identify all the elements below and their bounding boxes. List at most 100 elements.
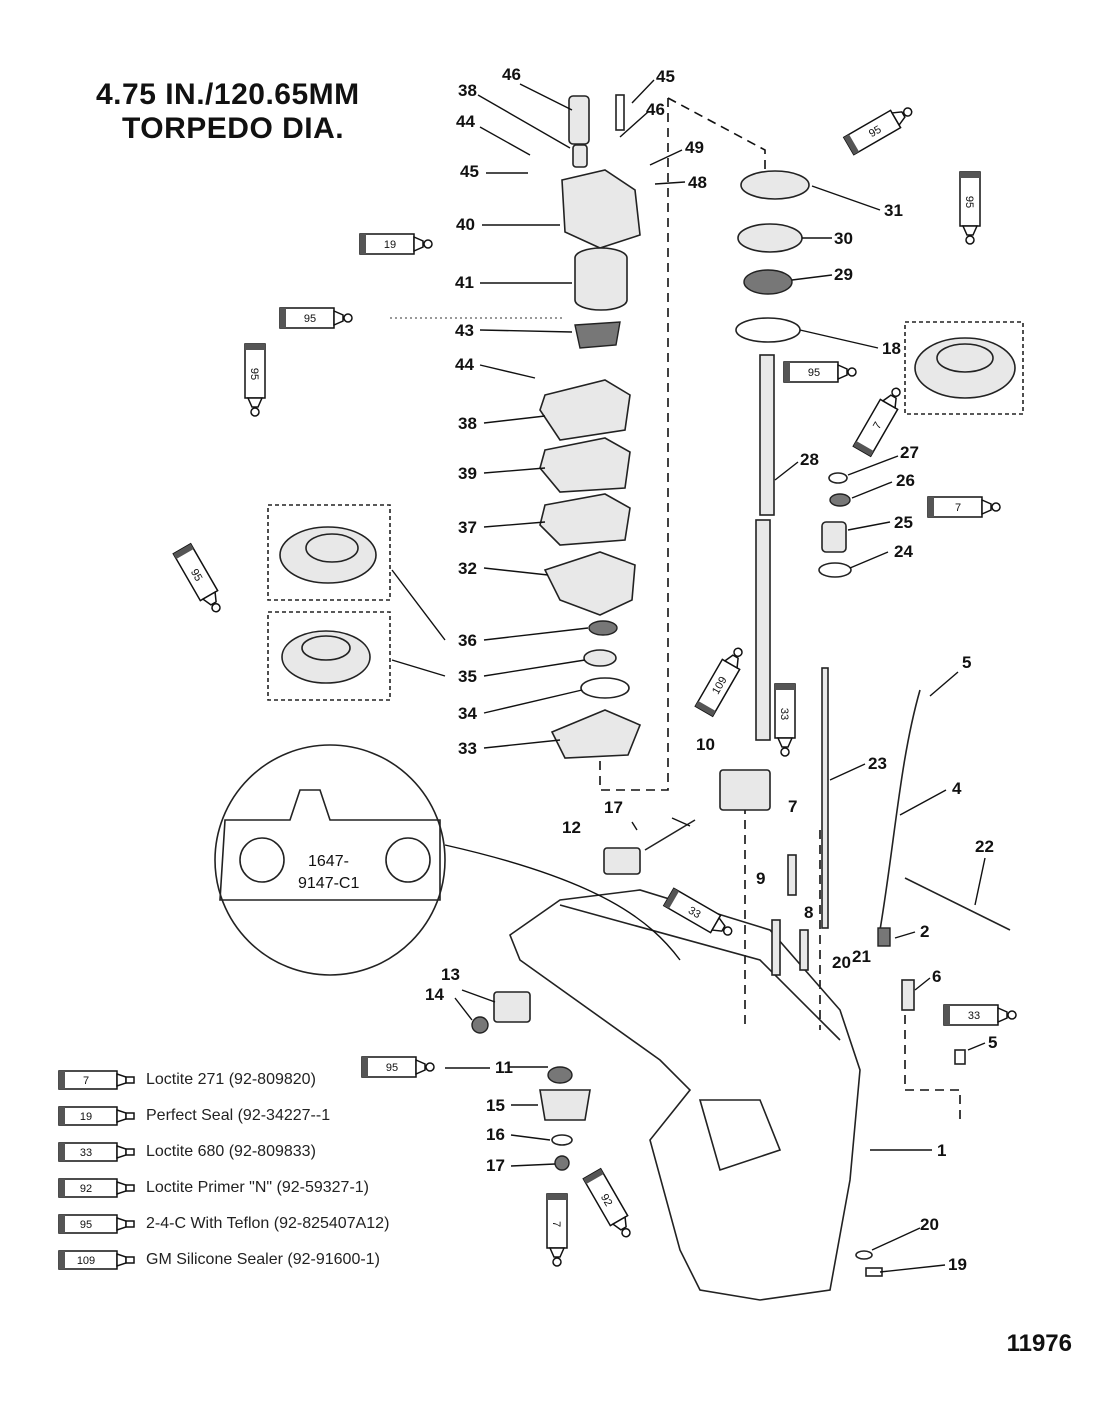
part-37-gasket bbox=[539, 493, 631, 546]
sealant-tube-icon: 95 bbox=[959, 171, 981, 245]
inset-boxes bbox=[267, 321, 1024, 701]
part-label: 43 bbox=[455, 321, 474, 340]
sealant-tube-label: 95 bbox=[867, 124, 884, 141]
part-38-gasket bbox=[539, 379, 631, 441]
sealant-tube-label: 92 bbox=[598, 1192, 615, 1209]
part-label: 33 bbox=[458, 739, 477, 758]
part-label: 9 bbox=[756, 869, 765, 888]
sealant-tube-icon: 95 bbox=[244, 343, 266, 417]
legend-text: GM Silicone Sealer (92-91600-1) bbox=[146, 1251, 380, 1268]
part-15-gear bbox=[539, 1089, 591, 1121]
part-33-gasket bbox=[550, 709, 642, 759]
part-2-fitting bbox=[877, 927, 891, 947]
part-label: 44 bbox=[455, 355, 474, 374]
part-label: 26 bbox=[896, 471, 915, 490]
part-31-shim bbox=[740, 170, 810, 200]
part-label: 46 bbox=[646, 100, 665, 119]
part-30-cup bbox=[737, 223, 803, 253]
part-label: 8 bbox=[804, 903, 813, 922]
legend-tube-label: 33 bbox=[80, 1147, 92, 1159]
legend-text: Perfect Seal (92-34227--1 bbox=[146, 1107, 331, 1124]
legend-tube-label: 92 bbox=[80, 1183, 92, 1195]
part-label: 39 bbox=[458, 464, 477, 483]
legend-text: Loctite Primer "N" (92-59327-1) bbox=[146, 1179, 369, 1196]
sealant-tube-label: 95 bbox=[963, 196, 975, 208]
sealant-tube-icon: 7 bbox=[852, 387, 901, 458]
lower-parts bbox=[471, 769, 966, 1277]
sealant-tube-label: 33 bbox=[778, 708, 790, 720]
part-label: 20 bbox=[832, 953, 851, 972]
sealant-tube-icon: 95 bbox=[279, 307, 353, 329]
part-driveshaft-lower bbox=[755, 519, 771, 741]
part-19-screw bbox=[865, 1267, 883, 1277]
part-label: 37 bbox=[458, 518, 477, 537]
part-43-impeller bbox=[574, 321, 621, 349]
diagram-code: 11976 bbox=[1006, 1330, 1072, 1357]
part-label: 20 bbox=[920, 1215, 939, 1234]
legend-tube-label: 109 bbox=[77, 1255, 95, 1267]
part-50-sleeve bbox=[568, 95, 590, 145]
part-22-rod bbox=[904, 877, 1011, 931]
part-20-washer bbox=[855, 1250, 873, 1260]
part-16-washer bbox=[551, 1134, 573, 1146]
water-pump-parts bbox=[539, 94, 642, 759]
part-label: 17 bbox=[604, 798, 623, 817]
sealant-tube-icon: 7 bbox=[546, 1193, 568, 1267]
sealant-tube-icon: 19 bbox=[58, 1106, 135, 1126]
part-label: 40 bbox=[456, 215, 475, 234]
part-18-ring bbox=[735, 317, 801, 343]
sealant-tube-label: 7 bbox=[955, 502, 961, 514]
part-28-shaft bbox=[759, 354, 775, 516]
part-label: 30 bbox=[834, 229, 853, 248]
part-17-nut bbox=[554, 1155, 570, 1171]
part-40-pump-base bbox=[561, 169, 641, 249]
part-label: 22 bbox=[975, 837, 994, 856]
part-label: 25 bbox=[894, 513, 913, 532]
legend-tube-label: 95 bbox=[80, 1219, 92, 1231]
sealant-tube-label: 19 bbox=[384, 239, 396, 251]
sealant-tube-icon: 95 bbox=[842, 107, 913, 156]
assembly-lines bbox=[390, 97, 961, 1120]
part-label: 10 bbox=[696, 735, 715, 754]
part-label: 31 bbox=[884, 201, 903, 220]
leader-lines bbox=[391, 79, 986, 1273]
stamp-detail: 1647- 9147-C1 bbox=[214, 744, 681, 976]
part-7-stud bbox=[787, 854, 797, 896]
diagram-title: 4.75 IN./120.65MM TORPEDO DIA. bbox=[96, 78, 360, 146]
part-label: 2 bbox=[920, 922, 929, 941]
magnifier-circle bbox=[214, 744, 446, 976]
part-26-nut bbox=[829, 493, 851, 507]
part-label: 5 bbox=[988, 1033, 997, 1052]
part-label: 17 bbox=[486, 1156, 505, 1175]
sealant-tube-label: 95 bbox=[248, 368, 260, 380]
part-label: 23 bbox=[868, 754, 887, 773]
legend-text: Loctite 680 (92-809833) bbox=[146, 1143, 316, 1160]
part-label: 13 bbox=[441, 965, 460, 984]
sealant-tube-icon: 33 bbox=[943, 1004, 1017, 1026]
sealant-tube-icon: 19 bbox=[359, 233, 433, 255]
part-36-seal bbox=[588, 620, 618, 636]
sealant-tube-icon: 33 bbox=[662, 887, 733, 936]
sealant-tube-label: 7 bbox=[871, 420, 884, 431]
sealant-tube-label: 95 bbox=[304, 313, 316, 325]
part-6-fitting bbox=[901, 979, 915, 1011]
part-number-labels: 46 38 44 45 40 41 43 44 38 39 37 32 36 3… bbox=[425, 65, 997, 1274]
part-label: 18 bbox=[882, 339, 901, 358]
inset-box-bearing bbox=[904, 321, 1024, 415]
part-label: 32 bbox=[458, 559, 477, 578]
part-3-cable bbox=[879, 689, 921, 931]
part-11-bearing bbox=[547, 1066, 573, 1084]
part-42-tube bbox=[572, 144, 588, 168]
sealant-tube-icon: 33 bbox=[774, 683, 796, 757]
sealant-tube-icon: 109 bbox=[58, 1250, 135, 1270]
sealant-tube-icon: 95 bbox=[361, 1056, 435, 1078]
sealant-tube-label: 95 bbox=[188, 567, 205, 584]
sealant-tube-icon: 33 bbox=[58, 1142, 135, 1162]
part-25-fitting bbox=[821, 521, 847, 553]
part-label: 38 bbox=[458, 81, 477, 100]
part-label: 45 bbox=[656, 67, 675, 86]
part-label: 19 bbox=[948, 1255, 967, 1274]
sealant-tube-icon: 95 bbox=[172, 542, 221, 613]
part-label: 28 bbox=[800, 450, 819, 469]
